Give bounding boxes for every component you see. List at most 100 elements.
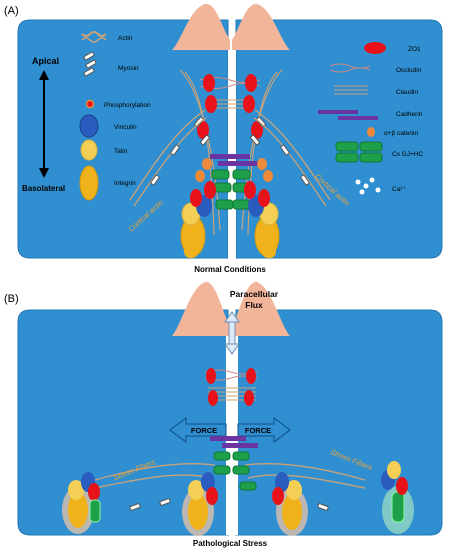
integrin-pillar	[184, 228, 198, 258]
cadherin	[210, 436, 246, 441]
talin	[188, 480, 204, 500]
cortical-actin-right	[253, 117, 327, 207]
legend-zo1-label: ZO1	[408, 46, 421, 53]
focal-adhesion-inner-right-b	[272, 472, 308, 536]
cortical-actin-left	[133, 117, 207, 207]
phosphorylation-legend-icon	[85, 99, 95, 109]
arrowhead-up	[39, 70, 49, 80]
vinculin	[275, 472, 289, 492]
focal-adhesion-outer-right-b	[381, 461, 414, 534]
zo1	[204, 181, 216, 199]
zo1	[272, 487, 284, 505]
zo1	[243, 95, 255, 113]
zo1	[190, 189, 202, 207]
integrin-legend-icon	[79, 165, 99, 201]
panel-a-label: (A)	[4, 5, 19, 17]
connexin	[391, 491, 405, 523]
force-right-label: FORCE	[245, 426, 271, 435]
cortical-actin-left	[129, 109, 206, 201]
left-cell-b	[17, 309, 229, 536]
zo1	[203, 74, 215, 92]
stress-fiber-right	[247, 474, 366, 489]
zo1	[206, 368, 216, 384]
myosin-cluster	[129, 498, 329, 511]
focal-adhesion-inner-left-b	[182, 472, 218, 536]
junction-complex-a	[179, 69, 283, 236]
panel-b-label: (B)	[4, 293, 19, 305]
cadherin	[222, 443, 258, 448]
vinculin	[201, 472, 215, 492]
catenin	[263, 170, 273, 182]
connexin	[89, 499, 101, 523]
zo1	[245, 74, 257, 92]
zo1	[206, 487, 218, 505]
legend-talin-label: Talin	[114, 148, 128, 155]
panel-b	[17, 281, 443, 536]
legend-cadherin-label: Cadherin	[396, 111, 423, 118]
zo1	[244, 390, 254, 406]
catenin	[195, 170, 205, 182]
myosin-cluster	[150, 144, 310, 186]
zo1	[251, 121, 263, 139]
panel-b-caption: Pathological Stress	[193, 539, 268, 548]
cadherin-legend-icon-2	[338, 116, 378, 120]
zo1	[88, 483, 100, 501]
legend-phosphorylation-label: Phosphorylation	[104, 102, 151, 109]
paracellular-flux-label-1: Paracellular	[230, 289, 279, 299]
integrin	[68, 492, 88, 528]
cadherin	[218, 161, 258, 166]
focal-adhesion-right-a	[244, 181, 280, 258]
cortical-actin-right	[254, 109, 331, 201]
stress-fiber-left	[94, 463, 216, 481]
zo1	[197, 121, 209, 139]
focal-adhesion-left-a	[180, 181, 216, 258]
stress-fiber-left	[94, 474, 213, 489]
integrin	[188, 494, 208, 530]
talin	[286, 480, 302, 500]
legend-vinculin-label: Vinculin	[114, 124, 137, 131]
legend-occludin-label: Occludin	[396, 67, 422, 74]
apical-bump-right-b	[232, 281, 290, 336]
integrin-pillar	[262, 228, 276, 258]
actin-legend-icon	[81, 31, 107, 37]
force-arrow-right	[237, 417, 291, 443]
actin-legend-icon-2	[81, 37, 107, 43]
connexin-legend-icon	[335, 141, 383, 163]
force-left-label: FORCE	[191, 426, 217, 435]
zo1	[396, 477, 408, 495]
paracellular-flux-label-2: Flux	[245, 300, 263, 310]
claudin-strand	[208, 387, 256, 401]
catenin	[257, 158, 267, 170]
zo1	[246, 368, 256, 384]
legend-myosin-label: Myosin	[118, 65, 139, 72]
right-cell-a	[235, 19, 443, 259]
paracellular-flux-arrow	[224, 311, 240, 355]
talin	[68, 480, 84, 500]
apical-bump-left-b	[172, 281, 230, 336]
talin	[387, 461, 401, 479]
apical-bump-right-a	[232, 3, 290, 50]
zo1	[244, 181, 256, 199]
cadherin-legend-icon	[318, 110, 358, 114]
panel-a-caption: Normal Conditions	[194, 265, 266, 274]
junction-complex-b	[204, 368, 258, 491]
cadherin	[210, 154, 250, 159]
focal-adhesion-outer-left-b	[62, 472, 101, 534]
zo1	[208, 390, 218, 406]
myosin-legend-icon	[83, 51, 97, 77]
junction-gap-b	[226, 336, 238, 535]
occludin-legend-icon	[329, 63, 371, 73]
connexin-cluster	[213, 451, 257, 491]
panel-a	[17, 3, 443, 259]
legend-calcium-label: Ca²⁺	[392, 186, 406, 193]
legend-icons-left	[79, 31, 107, 201]
zo1	[258, 189, 270, 207]
connexin-cluster	[211, 169, 251, 210]
basolateral-label: Basolateral	[22, 184, 65, 193]
claudin-legend-icon	[334, 85, 368, 95]
legend-connexin-label: Cx GJ+HC	[392, 151, 424, 158]
arrowhead-down	[39, 168, 49, 178]
apical-label: Apical	[32, 56, 59, 66]
stress-fiber-right	[244, 463, 366, 481]
